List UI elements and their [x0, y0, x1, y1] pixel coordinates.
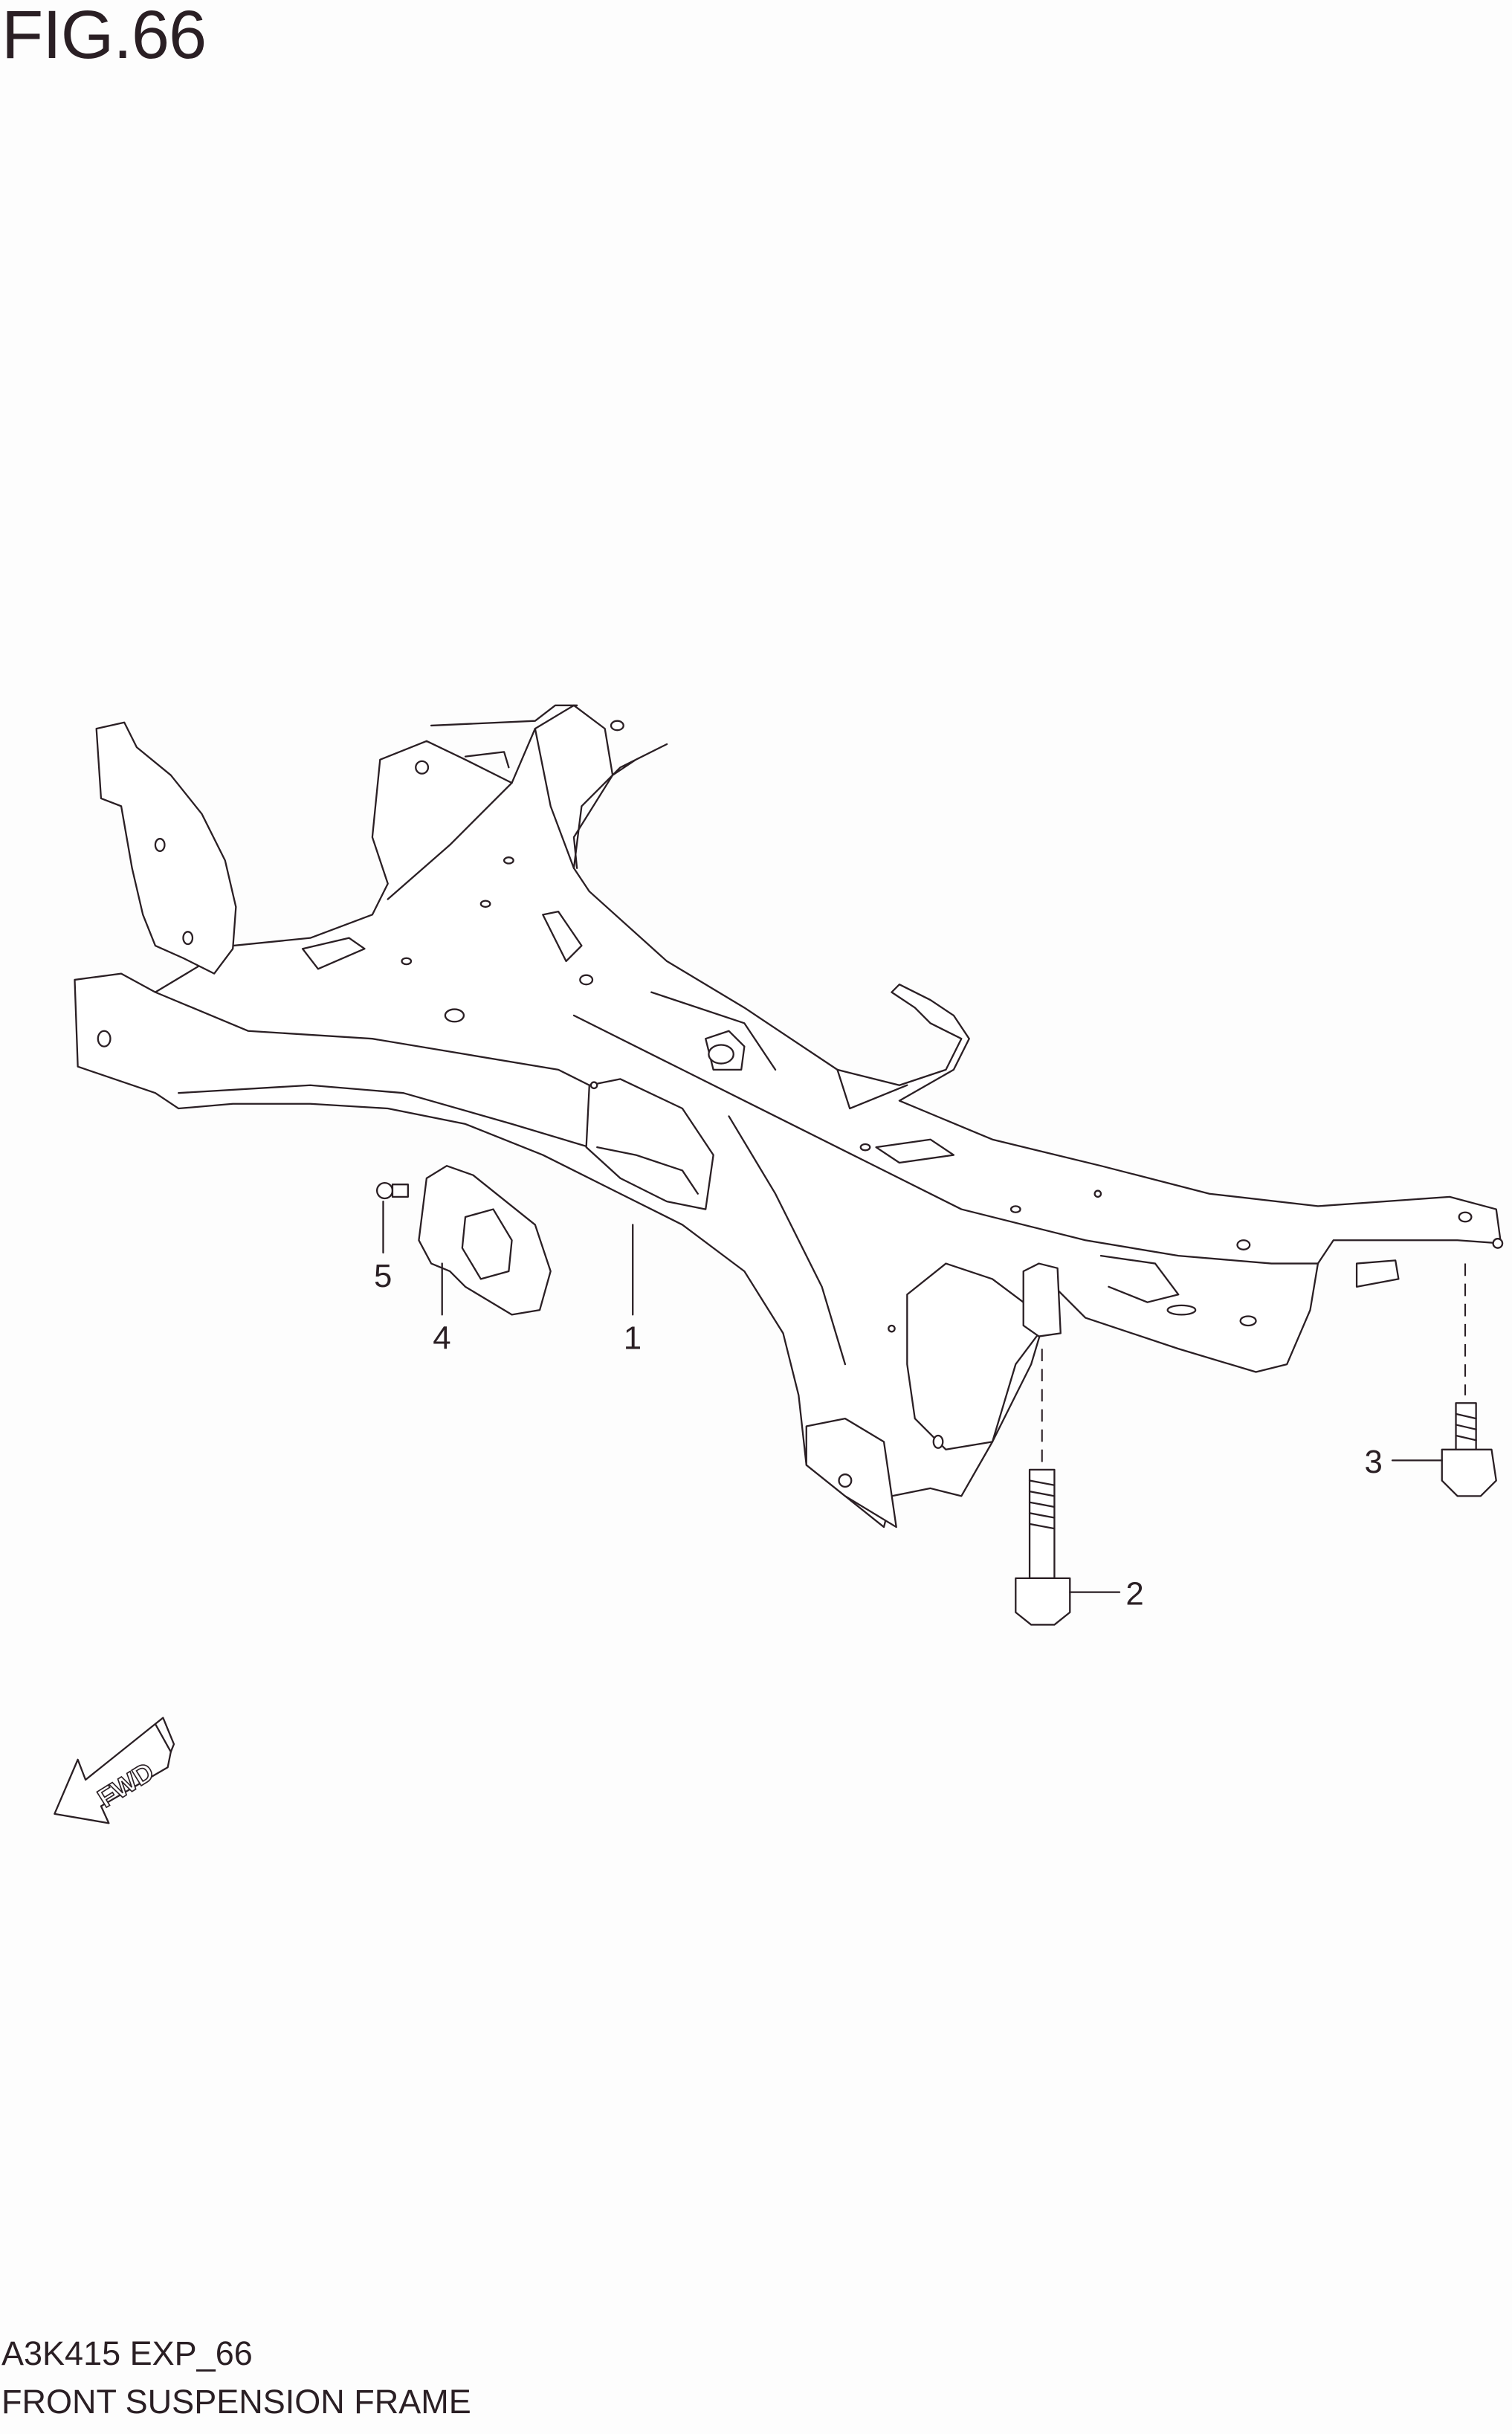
- figure-code: A3K415 EXP_66: [1, 2334, 253, 2372]
- callout-1: 1: [624, 1320, 642, 1356]
- figure-name: FRONT SUSPENSION FRAME: [1, 2383, 471, 2421]
- callout-3: 3: [1365, 1444, 1383, 1480]
- suspension-frame-part-1[interactable]: [74, 704, 1504, 1528]
- bolt-part-3[interactable]: [1441, 1263, 1497, 1497]
- bolt-part-2[interactable]: [1015, 1349, 1071, 1626]
- bolt-part-5[interactable]: [375, 1181, 409, 1200]
- callout-5: 5: [374, 1258, 392, 1294]
- plate-part-4[interactable]: [418, 1165, 552, 1316]
- callout-2: 2: [1125, 1575, 1143, 1612]
- fwd-arrow-icon: FWD: [54, 1717, 175, 1824]
- callout-4: 4: [433, 1320, 450, 1356]
- figure-title: FIG.66: [1, 0, 207, 73]
